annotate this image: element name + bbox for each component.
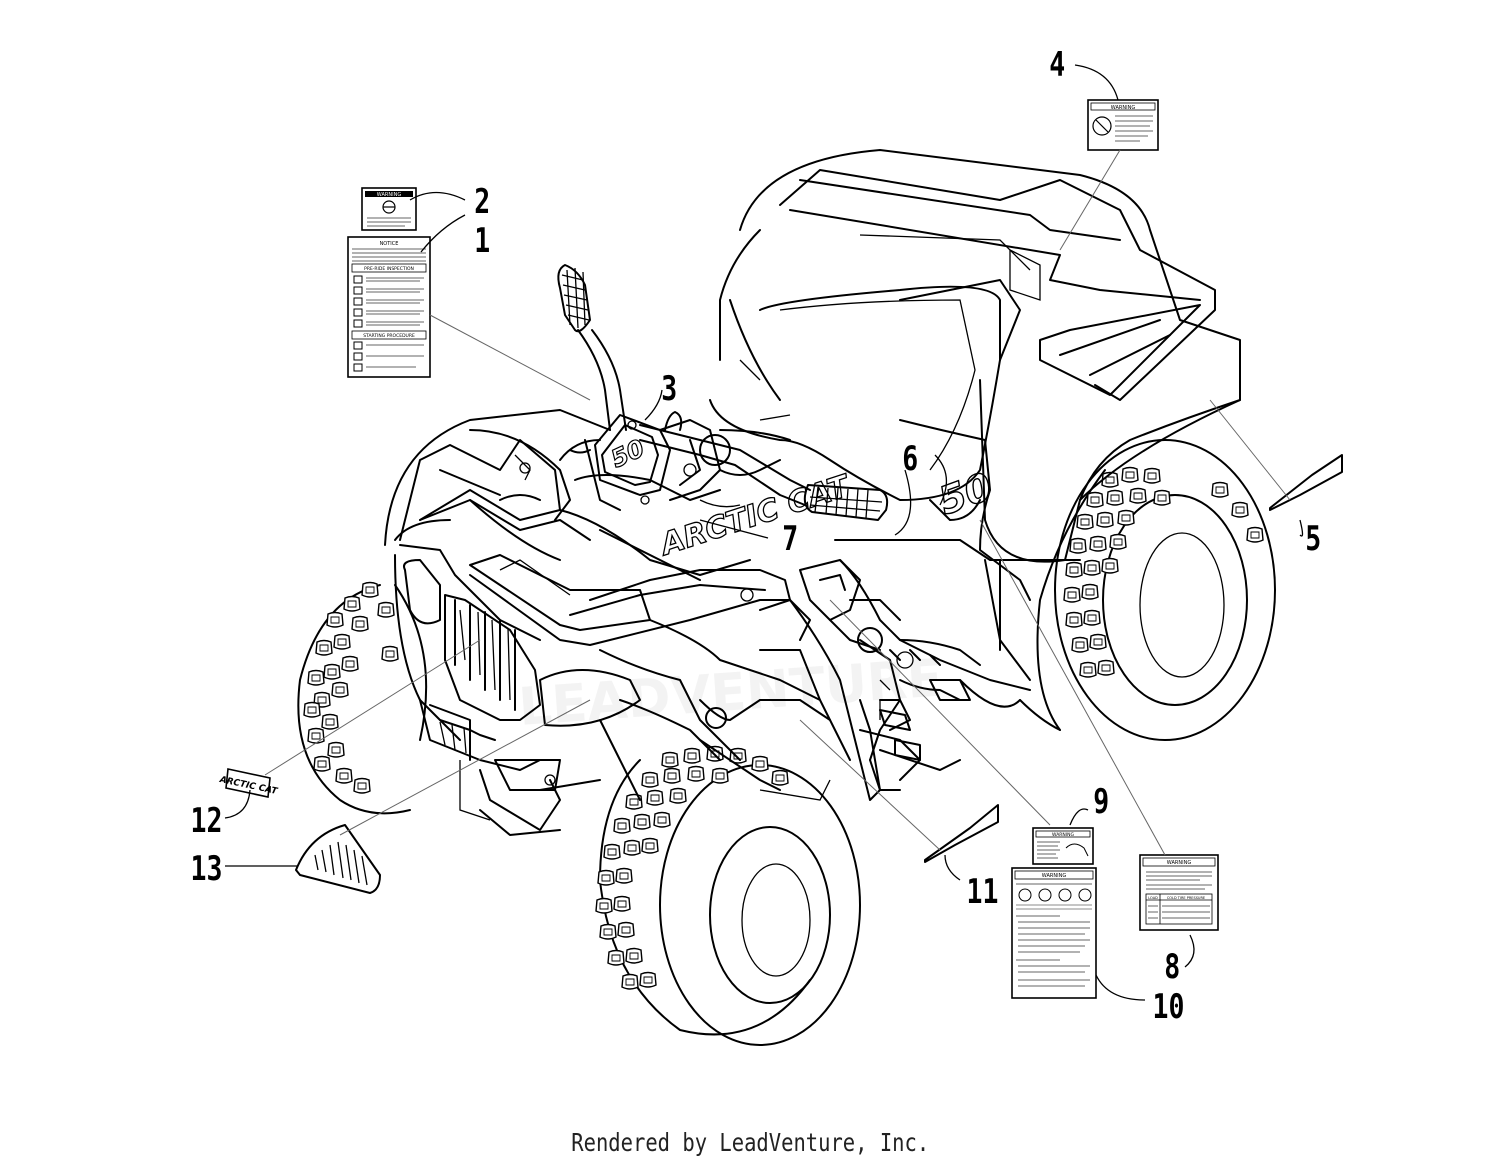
callout-10: 10 <box>1153 988 1185 1027</box>
decal-2-header: WARNING <box>377 192 402 198</box>
decal-1-section-inspection: PRE-RIDE INSPECTION <box>364 266 414 272</box>
decal-5-stripe <box>1269 454 1343 511</box>
leader-9 <box>1069 808 1089 826</box>
decal-12-nameplate: ARCTIC CAT <box>218 768 279 798</box>
rear-right-tire <box>1036 439 1276 741</box>
decal-8-header: WARNING <box>1167 860 1192 866</box>
callout-8: 8 <box>1164 948 1180 987</box>
callout-12: 12 <box>191 802 223 841</box>
callout-7: 7 <box>782 520 798 559</box>
callout-6: 6 <box>902 440 918 479</box>
decal-13-grille-decal <box>295 824 381 894</box>
leader-5 <box>1299 519 1304 537</box>
decal-8-col-load: LOAD <box>1148 896 1158 900</box>
leader-4 <box>1074 64 1119 101</box>
leader-11 <box>944 854 961 881</box>
callout-2: 2 <box>474 183 490 222</box>
leader-lines <box>224 64 1304 1001</box>
front-left-tire <box>297 581 428 815</box>
front-left-tread <box>303 581 399 794</box>
leader-8-target <box>979 519 1166 856</box>
callout-4: 4 <box>1049 46 1065 85</box>
decal-8-col-pressure: COLD TIRE PRESSURE <box>1167 896 1205 900</box>
leader-2 <box>409 191 466 201</box>
decal-10-header: WARNING <box>1042 873 1067 879</box>
callouts: 2 1 3 4 5 6 7 8 9 10 11 12 13 <box>191 46 1322 1027</box>
leader-12 <box>224 789 251 819</box>
decal-9-header: WARNING <box>1052 832 1074 838</box>
leader-4-target <box>1059 149 1121 251</box>
footer-credit: Rendered by LeadVenture, Inc. <box>0 1128 1500 1157</box>
decal-1-notice-label: NOTICE PRE-RIDE INSPECTION STARTING PROC… <box>347 236 431 378</box>
decal-8-warning-label: WARNING LOAD COLD TIRE PRESSURE <box>1139 854 1219 931</box>
callout-11: 11 <box>967 873 999 912</box>
callout-1: 1 <box>474 222 490 261</box>
leader-1 <box>420 214 466 253</box>
rear-left-tire <box>959 679 1061 731</box>
decal-1-section-starting: STARTING PROCEDURE <box>363 333 415 339</box>
decal-10-warning-label: WARNING <box>1011 867 1097 999</box>
callout-3: 3 <box>661 370 677 409</box>
leader-10 <box>1095 974 1146 1001</box>
decal-1-header: NOTICE <box>380 241 399 247</box>
footer-text: Rendered by LeadVenture, Inc. <box>571 1128 929 1157</box>
front-right-tire <box>595 745 861 1046</box>
decal-11-stripe <box>924 804 999 863</box>
leader-12-target <box>264 639 481 776</box>
front-right-tread <box>595 745 789 990</box>
callout-5: 5 <box>1305 520 1321 559</box>
decal-4-header: WARNING <box>1111 105 1136 111</box>
callout-9: 9 <box>1093 783 1109 822</box>
leader-7 <box>699 519 769 539</box>
leader-13-target <box>339 699 591 836</box>
leader-1-target <box>429 314 591 401</box>
leader-9-target <box>829 599 1051 826</box>
leader-11-target <box>799 719 941 851</box>
leader-8 <box>1184 934 1195 968</box>
decal-4-warning-label: WARNING <box>1087 99 1159 151</box>
leader-6 <box>934 454 947 506</box>
callout-13: 13 <box>191 850 223 889</box>
decal-9-warning-label: WARNING <box>1032 827 1094 865</box>
decal-2-warning-label: WARNING <box>361 187 417 231</box>
leader-3 <box>644 389 663 421</box>
rear-right-tread <box>1063 466 1264 678</box>
leader-5-target <box>1209 399 1291 501</box>
